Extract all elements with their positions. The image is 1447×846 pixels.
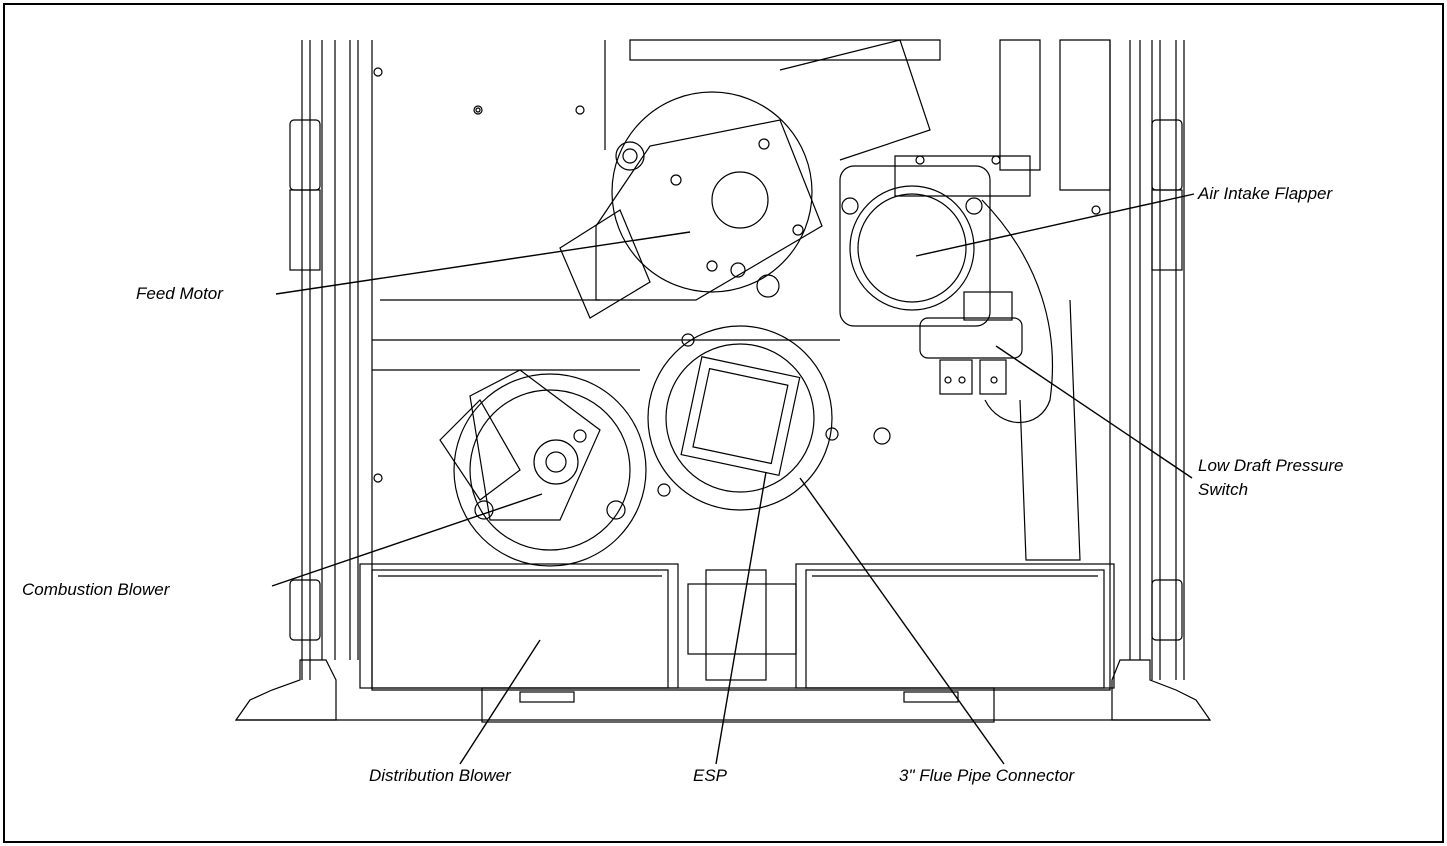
label-feed-motor: Feed Motor bbox=[136, 284, 223, 303]
leader-esp bbox=[715, 471, 767, 765]
label-flue-pipe-connector: 3" Flue Pipe Connector bbox=[899, 766, 1075, 785]
label-combustion-blower: Combustion Blower bbox=[22, 580, 170, 599]
flue-pipe-connector bbox=[647, 325, 891, 511]
label-low-draft-line1: Low Draft Pressure bbox=[1198, 456, 1344, 475]
left-side-panel bbox=[234, 40, 1210, 721]
leader-low-draft bbox=[995, 345, 1193, 479]
leader-distribution-blower bbox=[459, 639, 541, 765]
feed-motor bbox=[559, 39, 941, 319]
distribution-blower bbox=[359, 563, 1115, 723]
leader-feed-motor bbox=[275, 231, 691, 295]
air-intake-flapper bbox=[839, 39, 1111, 327]
leader-flue-connector bbox=[799, 477, 1005, 765]
diagram-border bbox=[3, 3, 1444, 843]
right-side-panel bbox=[1111, 40, 1212, 721]
low-draft-pressure-switch bbox=[919, 199, 1081, 561]
combustion-blower bbox=[439, 369, 647, 567]
leader-air-intake bbox=[915, 193, 1195, 257]
leader-combustion-blower bbox=[271, 493, 543, 587]
label-air-intake-flapper: Air Intake Flapper bbox=[1198, 184, 1333, 203]
label-esp: ESP bbox=[693, 766, 728, 785]
label-distribution-blower: Distribution Blower bbox=[369, 766, 511, 785]
leader-lines bbox=[271, 193, 1195, 765]
back-panel bbox=[371, 40, 1111, 691]
label-low-draft-line2: Switch bbox=[1198, 480, 1249, 499]
